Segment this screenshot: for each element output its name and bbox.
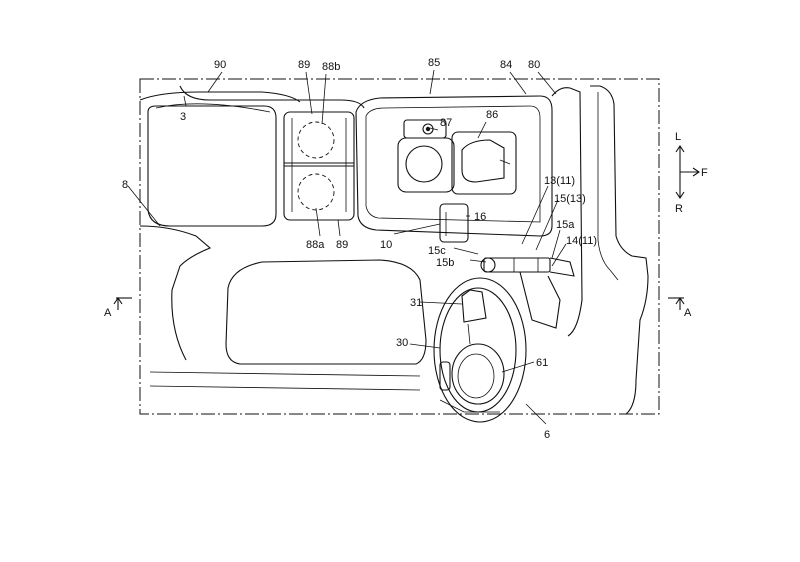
compass-right: R	[675, 203, 683, 215]
drawing-frame	[139, 78, 660, 415]
leader-lines	[127, 69, 567, 425]
label-30: 30	[396, 337, 408, 349]
shift-knob-86	[451, 131, 517, 195]
compass-forward: F	[701, 167, 708, 179]
label-15a: 15a	[556, 219, 575, 231]
label-80: 80	[528, 59, 540, 71]
label-10: 10	[380, 239, 392, 251]
seat-cushion	[147, 103, 277, 227]
section-mark-left: A	[104, 297, 132, 319]
compass-left: L	[675, 131, 681, 143]
label-3: 3	[180, 111, 186, 123]
label-86: 86	[486, 109, 498, 121]
label-8: 8	[122, 179, 128, 191]
cup-holder-88a	[297, 173, 335, 211]
shift-area	[397, 137, 455, 193]
right-structure	[590, 85, 649, 415]
label-15-13: 15(13)	[554, 193, 586, 205]
section-label-left: A	[104, 307, 112, 319]
seat-back-curve	[179, 85, 365, 109]
lever-16	[439, 203, 469, 243]
label-88b: 88b	[322, 61, 340, 73]
dashboard-body	[139, 225, 212, 361]
label-88a: 88a	[306, 239, 325, 251]
right-edge	[597, 92, 619, 281]
label-90: 90	[214, 59, 226, 71]
pillar-80	[551, 87, 583, 337]
label-16: 16	[474, 211, 486, 223]
steering-column	[480, 257, 575, 329]
cup-holder-unit	[283, 111, 355, 221]
section-mark-right: A	[668, 297, 692, 319]
label-61: 61	[536, 357, 548, 369]
reference-numerals: 90 89 88b 85 84 80 3 87 86 8 13(11) 15(1…	[122, 57, 597, 441]
wheel-hub-61	[451, 343, 505, 405]
cup-holder-88b	[297, 121, 335, 159]
label-14-11: 14(11)	[566, 235, 597, 247]
label-31: 31	[410, 297, 422, 309]
label-15b: 15b	[436, 257, 454, 269]
label-15c: 15c	[428, 245, 446, 257]
label-89-bottom: 89	[336, 239, 348, 251]
label-13-11: 13(11)	[544, 175, 575, 187]
switch-31	[461, 289, 487, 323]
label-84: 84	[500, 59, 512, 71]
label-87: 87	[440, 117, 452, 129]
label-85: 85	[428, 57, 440, 69]
seat-upper-rail	[139, 91, 301, 103]
label-6: 6	[544, 429, 550, 441]
floor-line	[149, 371, 421, 377]
label-89-top: 89	[298, 59, 310, 71]
floor-panel	[225, 259, 427, 365]
section-label-right: A	[684, 307, 692, 319]
steering-wheel	[433, 277, 527, 423]
direction-indicator: L F R	[675, 131, 708, 215]
center-console	[355, 95, 553, 243]
